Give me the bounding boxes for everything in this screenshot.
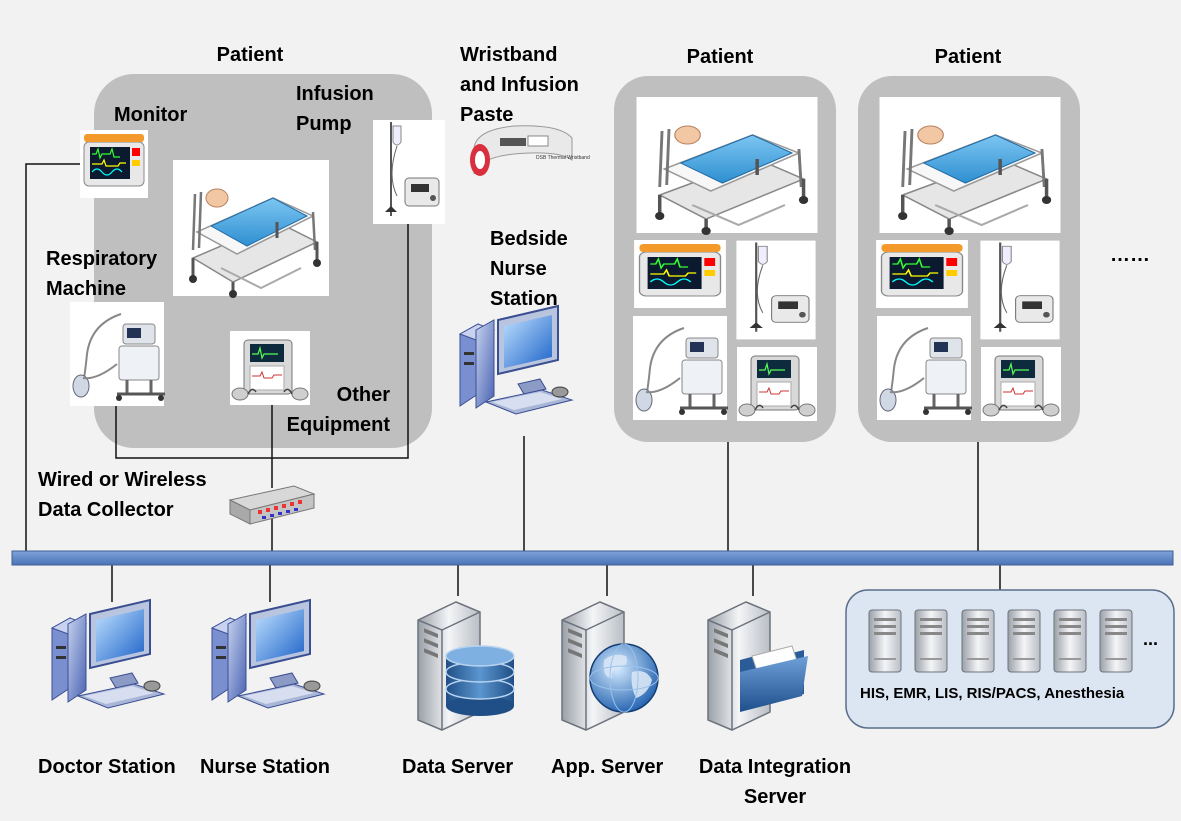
doctor-station-label: Doctor Station xyxy=(38,756,176,778)
data-integration-server-label-line-1: Data Integration xyxy=(698,756,852,778)
bedside-nurse-station-label: Bedside Nurse Station xyxy=(490,224,568,314)
server-ris-pacs-icon xyxy=(1007,609,1041,673)
patient-3-label: Patient xyxy=(934,46,1002,68)
folder-icon xyxy=(740,645,808,712)
infusion-pump-label-line-2: Pump xyxy=(296,113,352,135)
bedside-nurse-station-label-line-1: Bedside xyxy=(490,228,568,250)
patient-3-bed-image xyxy=(877,95,1063,237)
other-equipment-label-line-1: Other xyxy=(336,384,390,406)
more-servers-ellipsis: ... xyxy=(1143,629,1159,649)
network-bus xyxy=(11,550,1174,566)
wristband-label-line-1: Wristband xyxy=(460,44,558,66)
data-collector-label-line-2: Data Collector xyxy=(38,499,174,521)
app-server-label: App. Server xyxy=(551,756,664,778)
wristband-label-line-3: Paste xyxy=(460,104,514,126)
patient-2-ventilator-image xyxy=(631,314,730,422)
server-his-icon xyxy=(868,609,902,673)
wristband-label-line-2: and Infusion xyxy=(460,74,579,96)
wristband-print: DSB Thermal Wristband xyxy=(536,155,590,161)
infusion-pump-image xyxy=(372,119,446,225)
database-icon xyxy=(445,645,515,716)
infusion-pump-label-line-1: Infusion xyxy=(296,83,374,105)
patient-2-bed-image xyxy=(634,95,820,237)
data-collector-label-line-1: Wired or Wireless xyxy=(38,469,207,491)
patient-2-equipment-image xyxy=(736,346,818,422)
globe-icon xyxy=(589,643,659,713)
nurse-station-label: Nurse Station xyxy=(200,756,331,778)
patient-3-ventilator-image xyxy=(875,314,974,422)
bedside-nurse-station-label-line-2: Nurse xyxy=(490,258,547,280)
infusion-pump-label: Infusion Pump xyxy=(296,79,374,139)
server-more-icon xyxy=(1099,609,1133,673)
bedside-nurse-station-label-line-3: Station xyxy=(490,288,558,310)
patient-1-label: Patient xyxy=(216,44,284,66)
hospital-systems-label: HIS, EMR, LIS, RIS/PACS, Anesthesia xyxy=(860,685,1125,702)
connection-lines xyxy=(25,163,1001,602)
data-integration-server-label-line-2: Server xyxy=(743,786,807,808)
patient-2-monitor-image xyxy=(633,239,727,309)
other-equipment-label-line-2: Equipment xyxy=(286,414,390,436)
respiratory-machine-label-line-1: Respiratory xyxy=(46,248,158,270)
patient-3-pump-image xyxy=(979,239,1061,341)
wristband-label: Wristband and Infusion Paste xyxy=(460,40,579,130)
patient-2-label: Patient xyxy=(686,46,754,68)
more-patients-ellipsis: …… xyxy=(1110,244,1150,266)
monitor-label: Monitor xyxy=(114,104,188,126)
patient-bed-image xyxy=(171,158,331,300)
monitor-image xyxy=(79,129,149,199)
respiratory-machine-label-line-2: Machine xyxy=(46,278,127,300)
server-anesthesia-icon xyxy=(1053,609,1087,673)
data-collector-image xyxy=(228,485,316,525)
patient-3-equipment-image xyxy=(980,346,1062,422)
data-server-label: Data Server xyxy=(402,756,514,778)
server-lis-icon xyxy=(961,609,995,673)
data-collector-label: Wired or Wireless Data Collector xyxy=(38,465,207,525)
patient-3-monitor-image xyxy=(875,239,969,309)
patient-2-pump-image xyxy=(735,239,817,341)
server-emr-icon xyxy=(914,609,948,673)
data-integration-server-label: Data Integration Server xyxy=(686,752,864,812)
other-equipment-label: Other Equipment xyxy=(276,380,390,440)
wristband-image xyxy=(470,125,573,176)
respiratory-machine-image xyxy=(68,300,167,408)
respiratory-machine-label: Respiratory Machine xyxy=(46,244,157,304)
